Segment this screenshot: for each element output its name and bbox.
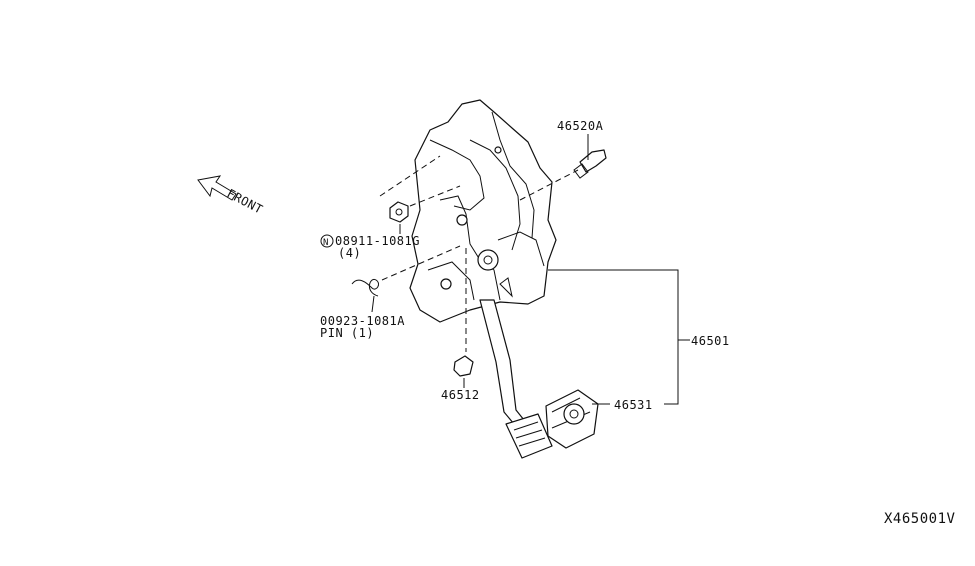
callout-08911: 08911-1081G bbox=[335, 234, 420, 248]
pedal-arm bbox=[479, 299, 553, 459]
diagram-code: X465001V bbox=[884, 511, 956, 527]
callout-pin-note: PIN (1) bbox=[320, 326, 374, 340]
callout-00923: 00923-1081A bbox=[320, 314, 405, 328]
callout-46520a: 46520A bbox=[557, 119, 604, 133]
callout-46512: 46512 bbox=[441, 388, 480, 402]
nut-symbol: N bbox=[323, 238, 329, 248]
front-label: FRONT bbox=[225, 186, 266, 216]
bolt-46520a bbox=[573, 149, 607, 179]
callout-46501: 46501 bbox=[691, 334, 730, 348]
pin-00923 bbox=[351, 278, 379, 297]
callout-nut-qty: (4) bbox=[338, 246, 361, 260]
callout-46531: 46531 bbox=[614, 398, 653, 412]
nut-symbol-icon bbox=[320, 234, 334, 248]
pedal-pad bbox=[545, 389, 599, 449]
stopper-46512 bbox=[453, 355, 474, 377]
nut-08911 bbox=[389, 201, 409, 223]
front-arrow-icon bbox=[197, 175, 237, 201]
pedal-bracket bbox=[409, 99, 557, 323]
